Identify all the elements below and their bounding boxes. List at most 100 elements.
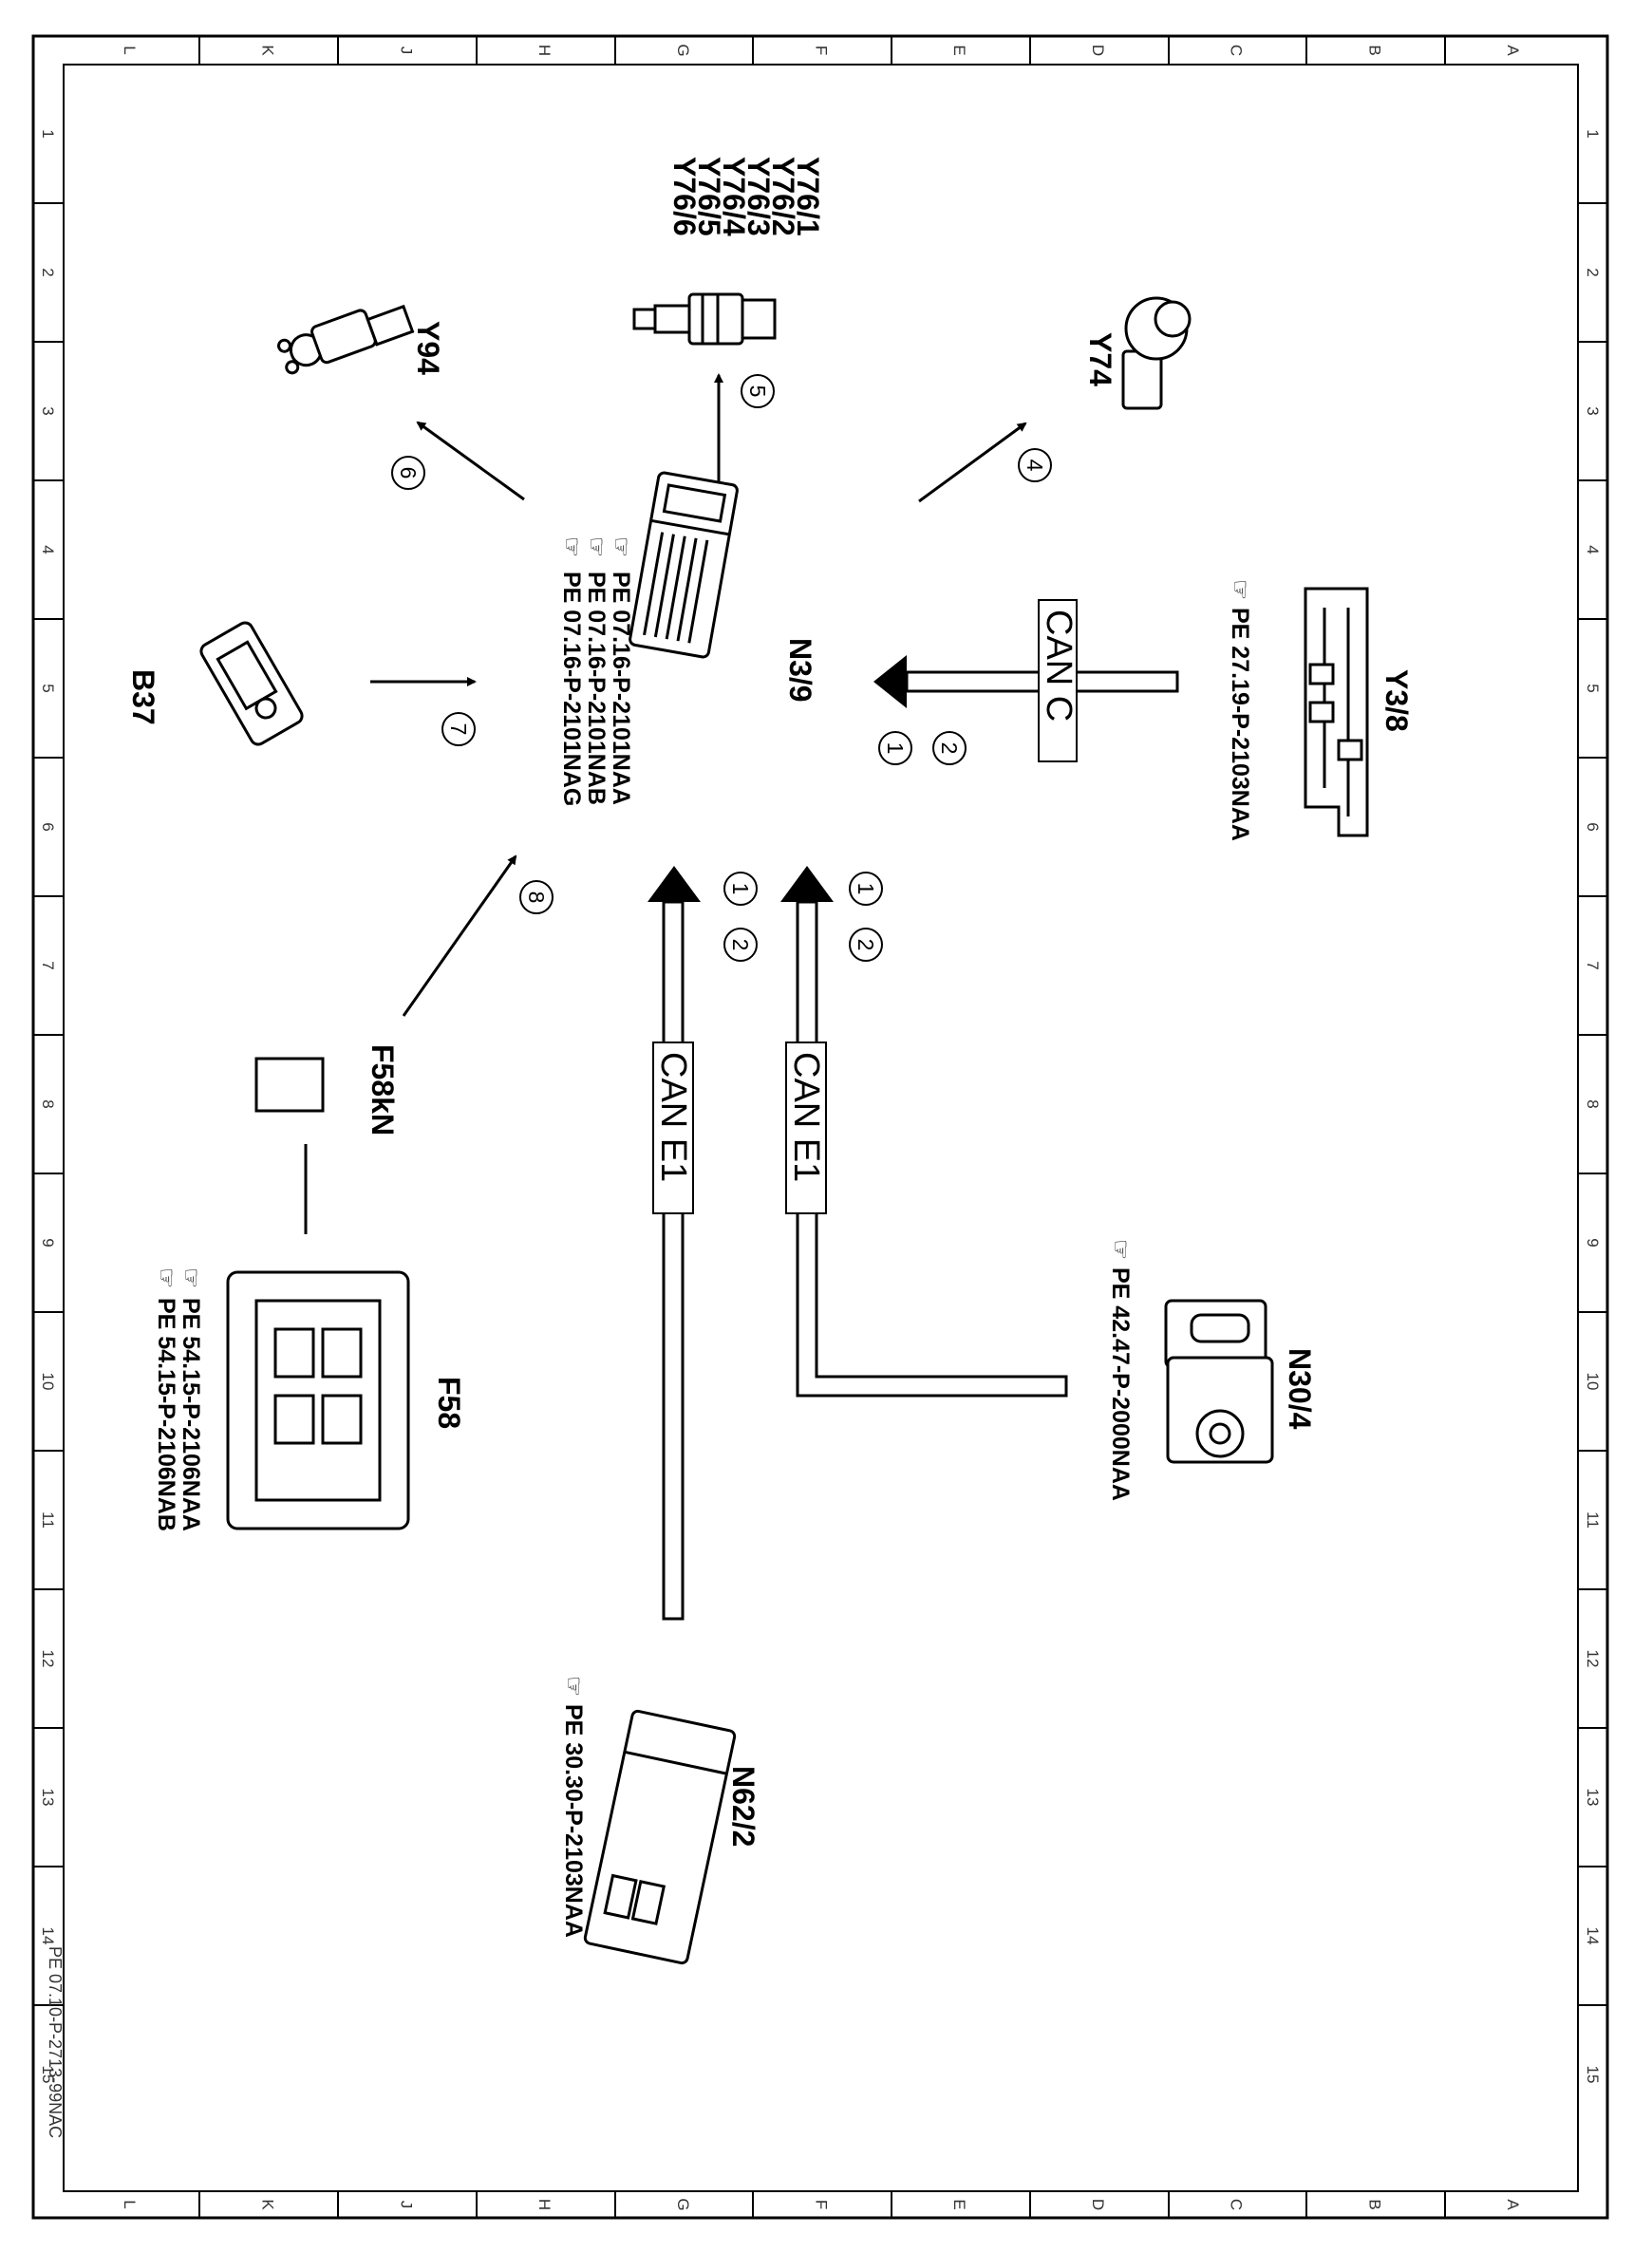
svg-text:1: 1 bbox=[854, 883, 878, 895]
svg-text:F58kN: F58kN bbox=[366, 1044, 400, 1135]
grid-ticks bbox=[33, 36, 1607, 2218]
grid-column-label: G bbox=[674, 44, 692, 56]
grid-row-label: 13 bbox=[1584, 1789, 1602, 1807]
callout-can-c-2: 2 bbox=[932, 731, 967, 765]
grid-column-label: A bbox=[1504, 2199, 1522, 2210]
grid-column-label: G bbox=[674, 2198, 692, 2210]
injector-icon bbox=[632, 292, 777, 346]
svg-text:5: 5 bbox=[745, 385, 770, 398]
can-c-label: CAN C bbox=[1039, 610, 1079, 722]
grid-column-label: H bbox=[535, 45, 554, 56]
grid-row-label: 6 bbox=[1584, 822, 1602, 831]
grid-column-label: L bbox=[121, 46, 139, 54]
grid-column-label: K bbox=[259, 2199, 277, 2210]
grid-row-label: 7 bbox=[39, 961, 57, 969]
grid-column-label: C bbox=[1228, 45, 1246, 56]
can-c-line: CAN C bbox=[873, 599, 1179, 762]
signal-arrows bbox=[370, 373, 1027, 1017]
grid-row-label: 13 bbox=[39, 1789, 57, 1807]
svg-text:6: 6 bbox=[396, 467, 421, 479]
fuse-box-icon bbox=[226, 1270, 410, 1530]
grid-column-label: F bbox=[813, 2200, 831, 2209]
module-icon bbox=[1164, 1299, 1274, 1464]
signal-callouts: 4 5 6 7 8 2 1 1 2 1 2 bbox=[391, 374, 1052, 962]
grid-row-label: 2 bbox=[1584, 268, 1602, 276]
grid-row-label: 2 bbox=[39, 268, 57, 276]
grid-row-label: 12 bbox=[1584, 1650, 1602, 1668]
n3-9-ref-3: PE 07.16-P-2101NAG bbox=[558, 572, 585, 806]
arrow-from-f58kn bbox=[402, 854, 517, 1017]
grid-row-label: 14 bbox=[1584, 1927, 1602, 1945]
grid-column-label: L bbox=[121, 2200, 139, 2208]
svg-text:2: 2 bbox=[854, 939, 878, 951]
ref-icon: ☞ bbox=[1107, 1239, 1134, 1260]
y76-injectors: Y76/1 Y76/2 Y76/3 Y76/4 Y76/5 Y76/6 bbox=[632, 157, 825, 346]
n62-2-module: N62/2 ☞ PE 30.30-P-2103NAA bbox=[560, 1676, 760, 1965]
n3-9-ref-1: PE 07.16-P-2101NAA bbox=[608, 572, 634, 805]
grid-column-label: E bbox=[950, 2199, 968, 2209]
callout-can-e1-a-1: 1 bbox=[849, 872, 883, 906]
document-id: PE 07.10-P-2713-99NAC bbox=[46, 1946, 65, 2138]
ref-icon: ☞ bbox=[1227, 579, 1253, 600]
grid-column-label: D bbox=[1089, 45, 1107, 56]
y3-8-ref: PE 27.19-P-2103NAA bbox=[1227, 608, 1253, 841]
grid-column-label: B bbox=[1365, 2199, 1383, 2209]
svg-text:2: 2 bbox=[728, 939, 753, 951]
grid-row-label: 15 bbox=[1584, 2066, 1602, 2084]
n30-4-module: N30/4 ☞ PE 42.47-P-2000NAA bbox=[1107, 1239, 1317, 1501]
callout-can-e1-b-1: 1 bbox=[723, 872, 758, 906]
callout-can-e1-a-2: 2 bbox=[849, 928, 883, 962]
callout-4: 4 bbox=[1018, 448, 1052, 482]
svg-text:8: 8 bbox=[524, 891, 549, 904]
can-e1-label-box-a bbox=[785, 1042, 827, 1214]
svg-text:Y76/4: Y76/4 bbox=[717, 157, 751, 236]
svg-text:F58: F58 bbox=[432, 1377, 466, 1429]
grid-row-label: 3 bbox=[39, 406, 57, 415]
callout-can-e1-b-2: 2 bbox=[723, 928, 758, 962]
svg-text:N30/4: N30/4 bbox=[1283, 1348, 1317, 1430]
svg-text:2: 2 bbox=[937, 742, 962, 755]
grid-column-label: H bbox=[535, 2199, 554, 2210]
f58-ref-1: PE 54.15-P-2106NAA bbox=[178, 1298, 204, 1531]
module-icon bbox=[1304, 587, 1369, 837]
y74-valve: Y74 bbox=[1083, 296, 1192, 410]
callout-6: 6 bbox=[391, 456, 425, 490]
can-e1-label-a: CAN E1 bbox=[786, 1052, 826, 1182]
svg-text:Y74: Y74 bbox=[1083, 332, 1117, 386]
grid-column-label: F bbox=[813, 46, 831, 55]
module-icon bbox=[583, 1709, 737, 1965]
grid-row-label: 11 bbox=[1584, 1511, 1602, 1529]
ref-icon: ☞ bbox=[583, 536, 610, 557]
grid-row-label: 5 bbox=[39, 684, 57, 692]
n30-4-ref: PE 42.47-P-2000NAA bbox=[1107, 1267, 1134, 1501]
svg-text:N62/2: N62/2 bbox=[726, 1766, 760, 1847]
valve-icon bbox=[277, 304, 415, 375]
svg-text:Y76/2: Y76/2 bbox=[766, 157, 800, 236]
grid-column-label: B bbox=[1365, 45, 1383, 55]
can-c-label-box bbox=[1038, 599, 1078, 762]
svg-text:7: 7 bbox=[446, 723, 471, 736]
f58kn-relay: F58kN bbox=[254, 1044, 400, 1234]
grid-column-label: A bbox=[1504, 45, 1522, 56]
svg-text:B37: B37 bbox=[126, 669, 160, 725]
ref-icon: ☞ bbox=[608, 536, 634, 557]
valve-icon bbox=[1121, 296, 1192, 410]
svg-text:1: 1 bbox=[883, 742, 908, 755]
inner-frame bbox=[63, 64, 1579, 2192]
n62-2-ref: PE 30.30-P-2103NAA bbox=[560, 1704, 587, 1938]
can-e1-line-n30-4: CAN E1 bbox=[780, 866, 1068, 1398]
grid-row-label: 1 bbox=[39, 129, 57, 138]
grid-row-label: 8 bbox=[39, 1099, 57, 1108]
f58-fuse-box: F58 ☞ ☞ PE 54.15-P-2106NAA PE 54.15-P-21… bbox=[153, 1267, 466, 1531]
ref-icon: ☞ bbox=[178, 1267, 204, 1288]
grid-row-label: 10 bbox=[39, 1373, 57, 1391]
can-e1-line-n62-2: CAN E1 bbox=[648, 866, 701, 1621]
grid-row-label: 7 bbox=[1584, 961, 1602, 969]
grid-row-label: 9 bbox=[39, 1238, 57, 1247]
arrow-to-y74 bbox=[918, 422, 1027, 503]
grid-row-label: 1 bbox=[1584, 129, 1602, 138]
grid-row-label: 6 bbox=[39, 822, 57, 831]
ref-icon: ☞ bbox=[560, 1676, 587, 1697]
